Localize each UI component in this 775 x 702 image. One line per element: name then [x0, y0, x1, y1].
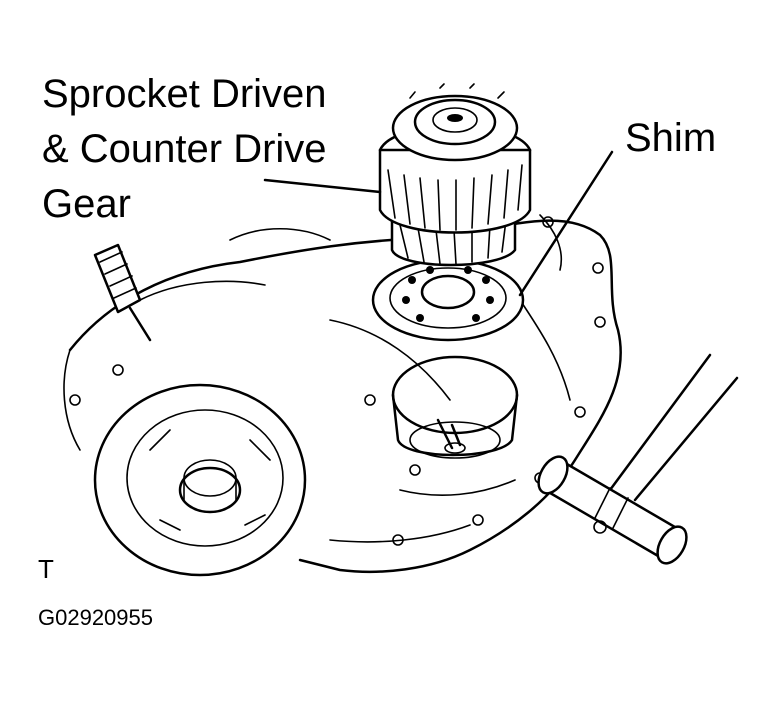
shim-leader-line [518, 150, 614, 297]
plastic-hammer [537, 353, 739, 565]
differential-bore [93, 383, 307, 577]
transaxle-case [63, 214, 622, 574]
gear-leader-line [263, 178, 382, 194]
shim-part [371, 258, 525, 342]
shim-label: Shim [625, 116, 717, 160]
bearing-bore [391, 355, 519, 459]
leader-lines [263, 150, 614, 297]
gear-label-line1: Sprocket Driven [42, 72, 327, 116]
orientation-mark: T [38, 554, 54, 584]
gear-label-line3: Gear [42, 182, 131, 226]
counter-drive-gear [378, 83, 532, 267]
gear-label-line2: & Counter Drive [42, 127, 327, 171]
figure-code: G02920955 [38, 605, 153, 630]
oil-strainer [93, 243, 152, 342]
